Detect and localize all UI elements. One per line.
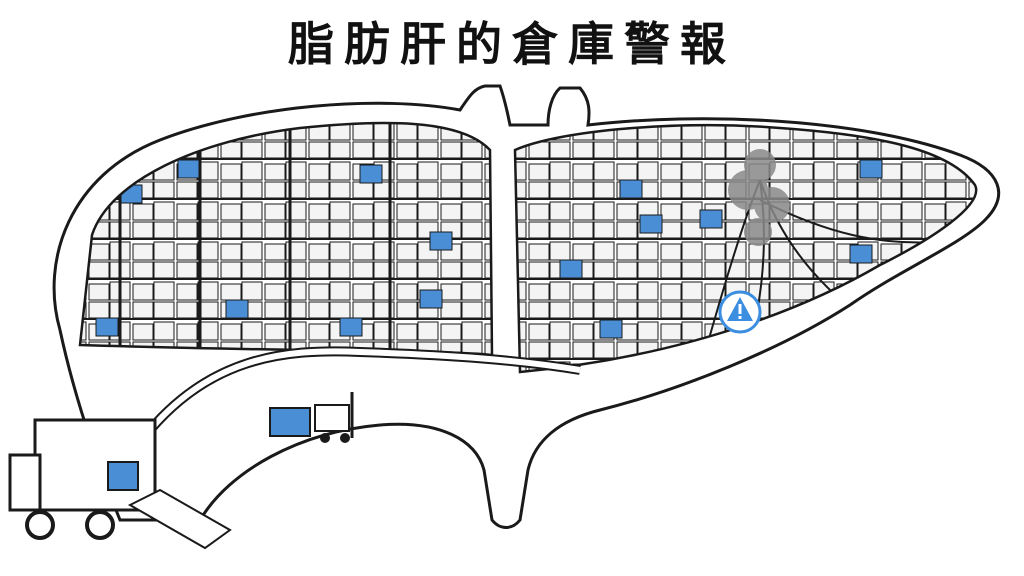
forklift — [269, 392, 354, 443]
warning-triangle-icon — [718, 290, 762, 334]
delivery-truck — [8, 418, 232, 550]
smoke-plume — [728, 149, 790, 246]
page-title: 脂肪肝的倉庫警報 — [288, 17, 736, 71]
left-lobe-warehouse — [80, 122, 492, 355]
